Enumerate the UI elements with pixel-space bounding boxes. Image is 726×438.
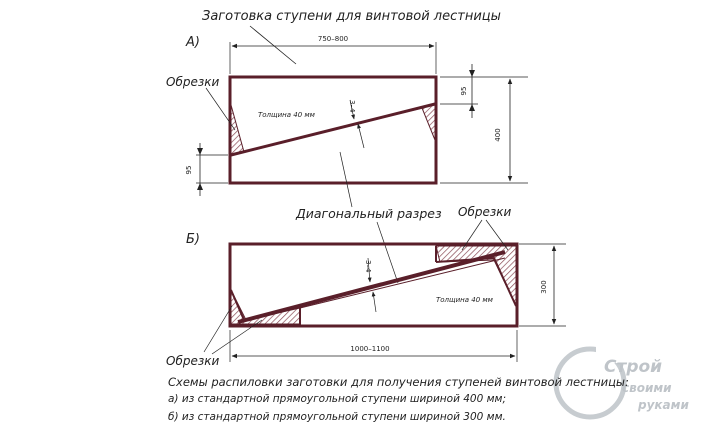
variant-b-top-inner-cut bbox=[435, 256, 517, 307]
variant-b-scraps-top-label: Обрезки bbox=[458, 205, 511, 219]
caption-line-b: б) из стандартной прямоугольной ступени … bbox=[168, 411, 506, 423]
diagonal-cut-label: Диагональный разрез bbox=[295, 206, 442, 221]
variant-a-scrap-left bbox=[230, 104, 245, 156]
variant-b-label: Б) bbox=[186, 232, 200, 247]
variant-a-thickness: Толщина 40 мм bbox=[258, 111, 316, 119]
variant-a-scrap-right bbox=[421, 103, 436, 141]
logo-line2: своими bbox=[622, 381, 672, 395]
logo-line1: Строй bbox=[604, 357, 662, 377]
variant-a-cut-width: 3–4 bbox=[348, 100, 356, 113]
diagram-title: Заготовка ступени для винтовой лестницы bbox=[202, 9, 501, 24]
variant-b-diagonal-cut bbox=[237, 250, 506, 324]
variant-b-cut-width: 3–4 bbox=[364, 260, 372, 273]
variant-b-thickness: Толщина 40 мм bbox=[436, 296, 494, 304]
variant-b-bottom-inner-cut bbox=[230, 289, 245, 321]
variant-a-offset-bottom: 95 bbox=[185, 166, 193, 175]
variant-a-board bbox=[228, 75, 438, 185]
variant-a-width-dim: 750–800 bbox=[318, 35, 348, 43]
caption-line-a: а) из стандартной прямоугольной ступени … bbox=[168, 393, 507, 405]
variant-b-board bbox=[228, 242, 519, 328]
variant-a-scraps-label: Обрезки bbox=[166, 75, 219, 89]
site-logo: Строй своими руками bbox=[553, 345, 689, 420]
title-leader-line bbox=[249, 25, 297, 65]
variant-a-offset-top: 95 bbox=[460, 87, 468, 96]
variant-b-scraps-bottom-label: Обрезки bbox=[166, 354, 219, 368]
logo-ring-icon bbox=[553, 346, 627, 420]
variant-b-height-dim: 300 bbox=[540, 280, 548, 293]
caption-title: Схемы распиловки заготовки для получения… bbox=[168, 375, 629, 389]
variant-a-label: А) bbox=[185, 35, 200, 50]
logo-line3: руками bbox=[637, 398, 689, 412]
variant-b-width-dim: 1000–1100 bbox=[350, 345, 389, 353]
variant-a-height-dim: 400 bbox=[494, 128, 502, 141]
